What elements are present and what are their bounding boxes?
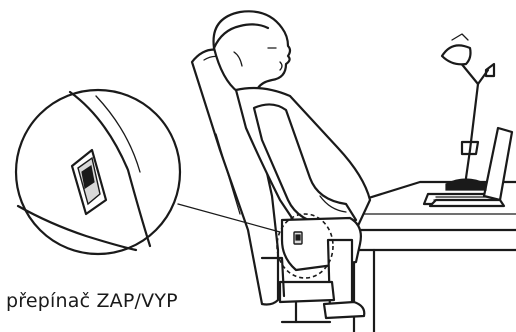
chair-switch — [294, 232, 302, 244]
desk-lamp — [442, 34, 494, 190]
magnified-inset — [16, 90, 180, 254]
switch-caption: přepínač ZAP/VYP — [6, 290, 178, 312]
